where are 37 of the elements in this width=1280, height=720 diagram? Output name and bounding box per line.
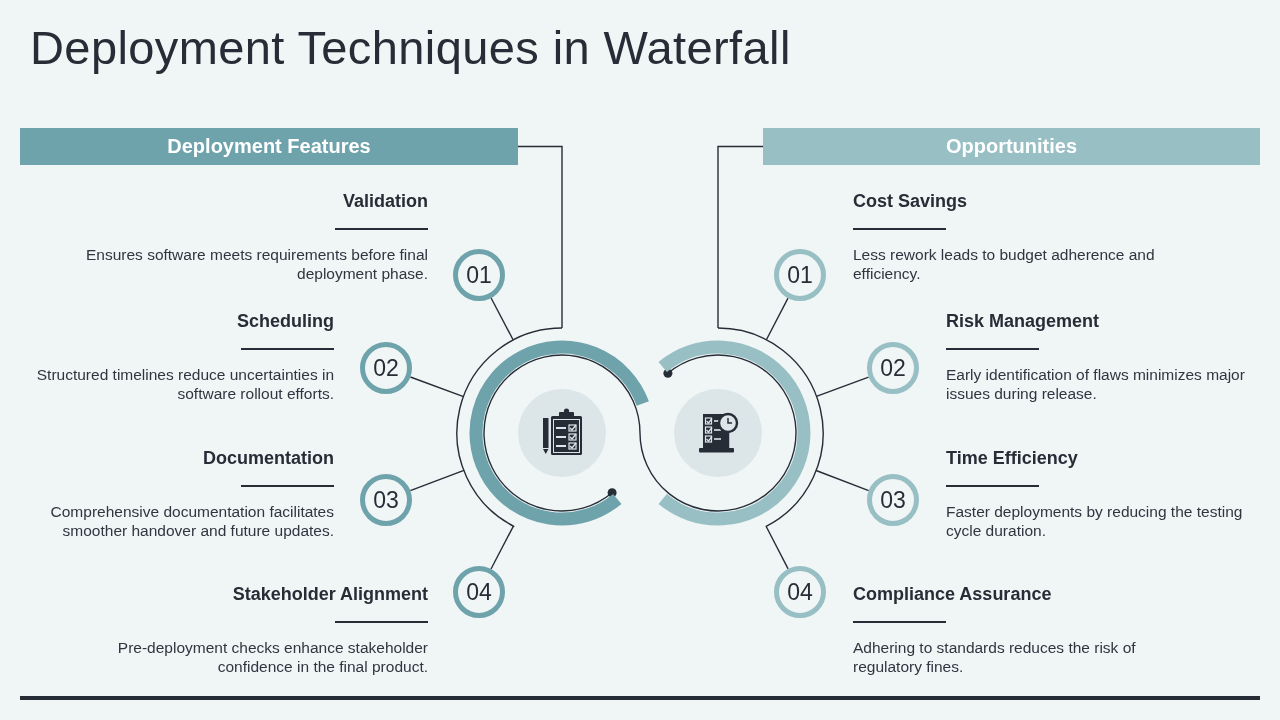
connector-line bbox=[765, 297, 789, 341]
item-description: Adhering to standards reduces the risk of regulatory fines. bbox=[853, 637, 1137, 676]
connector-line bbox=[490, 525, 515, 570]
item-heading: Time Efficiency bbox=[946, 447, 1078, 469]
connector-line bbox=[765, 525, 789, 570]
slide-title: Deployment Techniques in Waterfall bbox=[30, 20, 791, 76]
step-number-circle: 02 bbox=[867, 342, 919, 394]
item-heading: Risk Management bbox=[946, 310, 1100, 332]
item-description: Structured timelines reduce uncertainties in software rollout efforts. bbox=[35, 364, 334, 403]
item-description: Ensures software meets requirements before final deployment phase. bbox=[84, 244, 428, 283]
step-number-circle: 01 bbox=[774, 249, 826, 301]
item-heading: Scheduling bbox=[237, 310, 334, 332]
connector-line bbox=[490, 297, 514, 341]
connector-line bbox=[815, 469, 870, 492]
section-header: Deployment Features bbox=[20, 128, 518, 165]
connector-line bbox=[815, 376, 870, 398]
step-number-circle: 03 bbox=[360, 474, 412, 526]
step-number-circle: 04 bbox=[453, 566, 505, 618]
item-description: Early identification of flaws minimizes major issues during release. bbox=[946, 364, 1246, 403]
item-heading: Compliance Assurance bbox=[853, 583, 1052, 605]
item-heading: Cost Savings bbox=[853, 190, 968, 212]
connector-line bbox=[717, 145, 764, 329]
item-description: Pre-deployment checks enhance stakeholder confidence in the final product. bbox=[116, 637, 428, 676]
step-number-circle: 02 bbox=[360, 342, 412, 394]
step-number-circle: 04 bbox=[774, 566, 826, 618]
section-header: Opportunities bbox=[763, 128, 1260, 165]
connector-line bbox=[409, 376, 465, 398]
item-heading: Stakeholder Alignment bbox=[232, 583, 428, 605]
step-number-circle: 01 bbox=[453, 249, 505, 301]
item-description: Less rework leads to budget adherence and efficiency. bbox=[853, 244, 1156, 283]
connector-line bbox=[409, 469, 465, 492]
item-heading: Documentation bbox=[203, 447, 334, 469]
connector-line bbox=[517, 145, 563, 329]
item-description: Comprehensive documentation facilitates smoother handover and future updates. bbox=[49, 501, 334, 540]
item-heading: Validation bbox=[342, 190, 428, 212]
step-number-circle: 03 bbox=[867, 474, 919, 526]
item-description: Faster deployments by reducing the testing cycle duration. bbox=[946, 501, 1244, 540]
